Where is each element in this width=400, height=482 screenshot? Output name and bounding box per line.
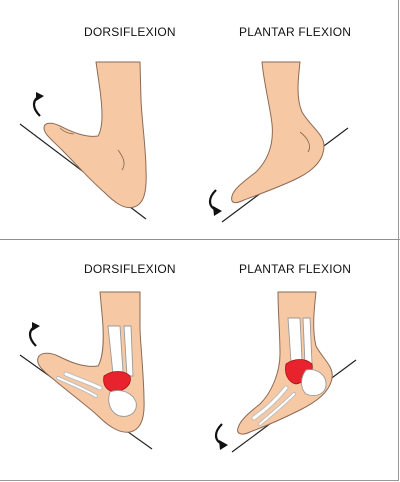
top-left-foot-skin <box>43 61 147 209</box>
top-left-label: DORSIFLEXION <box>84 25 176 39</box>
top-dorsiflexion-foot <box>19 61 147 220</box>
bottom-left-label: DORSIFLEXION <box>84 262 176 276</box>
bottom-dorsiflexion-foot <box>19 291 153 450</box>
bottom-right-arrow-icon <box>214 423 223 445</box>
top-right-arrow-icon <box>208 189 217 211</box>
top-right-label: PLANTAR FLEXION <box>239 25 352 39</box>
top-right-foot-skin <box>231 61 325 204</box>
top-plantar-flexion-foot <box>208 61 349 223</box>
bottom-left-talus <box>103 371 131 393</box>
bottom-left-calcaneus <box>108 390 137 417</box>
bottom-right-fibula <box>302 317 313 365</box>
panel-divider <box>0 239 400 240</box>
bottom-right-calcaneus <box>301 369 327 396</box>
bottom-right-label: PLANTAR FLEXION <box>239 262 352 276</box>
bottom-right-foot-skin <box>237 291 333 435</box>
bottom-plantar-flexion-foot <box>214 291 357 453</box>
bottom-right-tibia <box>287 317 303 363</box>
bottom-left-fibula <box>123 325 134 377</box>
